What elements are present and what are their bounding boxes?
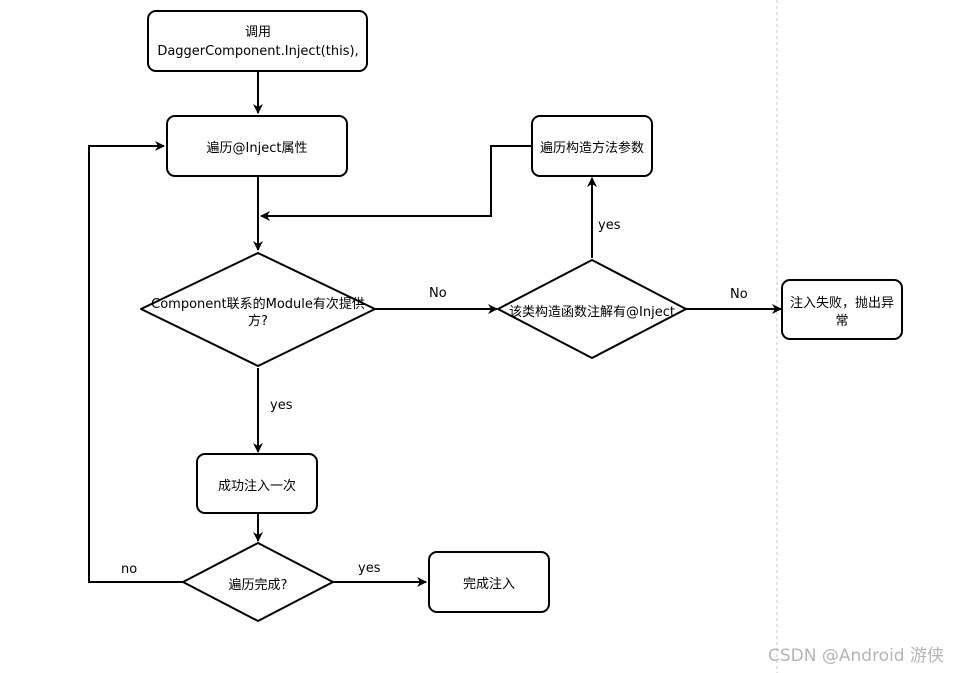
node-start-line1: 调用 [245,25,271,40]
edge-label-module-yes: yes [270,398,293,413]
edge-label-ctor-yes: yes [598,218,621,233]
node-fail-line1: 注入失败，抛出异 [790,296,894,311]
edge-label-ctor-no: No [730,287,748,302]
node-start-line2: DaggerComponent.Inject(this), [157,44,358,59]
node-module-check-line1: Component联系的Module有次提供 [151,296,365,312]
node-iterate-params: 遍历构造方法参数 [531,115,653,177]
node-iterate-fields-label: 遍历@Inject属性 [207,140,308,156]
node-inject-once-label: 成功注入一次 [218,478,296,494]
node-done-check: 遍历完成? [182,542,334,622]
edge-label-done-no: no [121,562,137,577]
node-fail-line2: 常 [835,314,848,329]
edges [88,71,782,587]
node-module-check: Component联系的Module有次提供 方? [140,252,376,367]
edge-label-module-no: No [429,286,447,301]
node-start: 调用 DaggerComponent.Inject(this), [147,10,368,72]
node-fail: 注入失败，抛出异 常 [781,279,903,340]
node-ctor-check: 该类构造函数注解有@Inject [497,259,687,359]
edge-label-done-yes: yes [358,561,381,576]
watermark: CSDN @Android 游侠 [768,646,944,666]
node-ctor-check-label: 该类构造函数注解有@Inject [509,305,675,320]
node-finish: 完成注入 [428,551,550,613]
node-finish-label: 完成注入 [463,577,515,592]
node-iterate-fields: 遍历@Inject属性 [166,115,348,177]
node-inject-once: 成功注入一次 [196,453,318,514]
node-iterate-params-label: 遍历构造方法参数 [540,140,644,156]
edge-params-back [260,145,531,221]
node-done-check-label: 遍历完成? [229,577,288,593]
node-module-check-line2: 方? [248,313,268,329]
edge-done-check-no [88,141,183,583]
